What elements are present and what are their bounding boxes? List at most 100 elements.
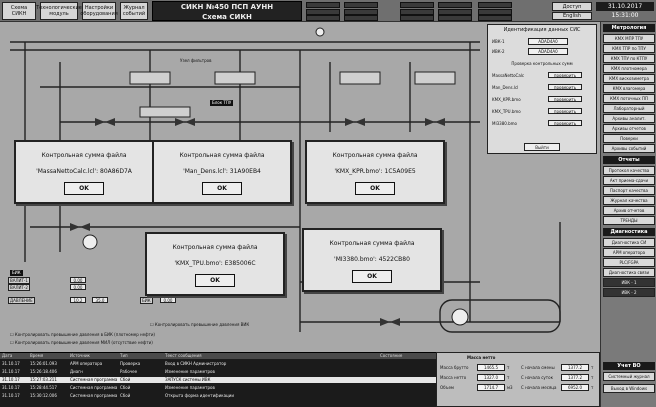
- check-pressure-label[interactable]: ☐ Контролировать превышение давления ВИК: [150, 322, 250, 327]
- nav-kmx-pp[interactable]: КМХ поточных ПП: [603, 94, 655, 103]
- status-indicator: [478, 9, 512, 15]
- event-log-header: Дата Время Источник Тип Текст сообщения …: [0, 353, 436, 359]
- table-row[interactable]: 31.10.17 15:30:12.006 Системная программ…: [0, 393, 436, 399]
- tag-label: ВАЛИТ-2: [8, 284, 30, 291]
- nav-equipment-settings-button[interactable]: Настройки оборудования: [80, 2, 118, 20]
- nav-event-log-button[interactable]: Журнал событий: [120, 2, 148, 20]
- cell: Изменение параметров: [165, 385, 215, 390]
- srs-row-label: ИВК-1: [492, 39, 505, 44]
- status-indicator: [306, 2, 340, 8]
- nav-tech-module-button[interactable]: Технологические модуль: [36, 2, 82, 20]
- mass-totals-panel: Масса нетто Масса брутто 1465.5 т Масса …: [436, 352, 600, 407]
- accounting-header: Учет ВО: [603, 362, 655, 370]
- nav-system-journal[interactable]: Системный журнал: [603, 372, 655, 381]
- nav-acceptance-act[interactable]: Акт приема-сдачи: [603, 176, 655, 185]
- tag-label: ВАЛИТ-1: [8, 277, 30, 284]
- nav-kmx-moisture[interactable]: КМХ влагомера: [603, 84, 655, 93]
- cell: Сбой: [120, 385, 131, 390]
- cell: 15:30:12.006: [30, 393, 57, 398]
- nav-diag-comm[interactable]: Диагностика связи: [603, 268, 655, 277]
- srs-check-button[interactable]: проверить: [548, 96, 582, 102]
- nav-diag-arm[interactable]: АРМ оператора: [603, 248, 655, 257]
- mass-label: Масса нетто: [440, 375, 467, 380]
- app-title: СИКН №450 ПСП АУНН Схема СИКН: [152, 1, 302, 21]
- nav-laboratory[interactable]: Лабораторный: [603, 104, 655, 113]
- nav-ivk2[interactable]: ИВК - 2: [603, 288, 655, 297]
- mass-unit: т: [591, 365, 594, 370]
- access-button[interactable]: Доступ: [552, 2, 592, 11]
- col-source: Источник: [70, 353, 90, 358]
- nav-exit-windows[interactable]: Выход в Windows: [603, 384, 655, 393]
- srs-subtitle: Проверка контрольных сумм: [511, 61, 573, 66]
- ok-button[interactable]: OK: [195, 274, 235, 287]
- english-button[interactable]: English: [552, 12, 592, 20]
- table-row[interactable]: 31.10.17 15:26:01.093 АРМ оператора Пров…: [0, 361, 436, 367]
- col-state: Состояние: [380, 353, 403, 358]
- cell: Открыта форма идентификации: [165, 393, 234, 398]
- ok-button[interactable]: OK: [64, 182, 104, 195]
- nav-diag-plc[interactable]: PLC/FGPA: [603, 258, 655, 267]
- table-row[interactable]: 31.10.17 15:27:03.211 Системная программ…: [0, 377, 436, 383]
- nav-kmx-tpr-tpu[interactable]: КМХ ТПР по ТПУ: [603, 44, 655, 53]
- status-indicator: [306, 9, 340, 15]
- table-row[interactable]: 31.10.17 15:26:18.406 Диагн Рабочее Изме…: [0, 369, 436, 375]
- srs-check-button[interactable]: проверить: [548, 108, 582, 114]
- nav-scheme-button[interactable]: Схема СИКН: [2, 2, 36, 20]
- status-indicator: [478, 15, 512, 21]
- status-indicator: [400, 2, 434, 8]
- nav-events-archive[interactable]: Архивы событий: [603, 144, 655, 153]
- nav-kmx-densitometer[interactable]: КМХ плотномера: [603, 64, 655, 73]
- dialog-text: 'KMX_TPU.bmo': E385006C: [174, 260, 256, 267]
- dialog-text: 'Man_Dens.lcl': 31A90EB4: [183, 168, 261, 175]
- table-row[interactable]: 31.10.17 15:28:44.517 Системная программ…: [0, 385, 436, 391]
- cell: АРМ оператора: [70, 361, 103, 366]
- srs-exit-button[interactable]: Выйти: [524, 143, 560, 151]
- cell: 31.10.17: [2, 393, 20, 398]
- nav-report-archive[interactable]: Архив отчетов: [603, 206, 655, 215]
- cell: Вход в СИКН Администратор: [165, 361, 227, 366]
- ok-button[interactable]: OK: [202, 182, 242, 195]
- nav-quality-passport[interactable]: Паспорт качества: [603, 186, 655, 195]
- mass-label: С начала смены: [521, 365, 555, 370]
- srs-identification-panel: Идентификация данных СИС ИВК-1 ADAD4A0 И…: [487, 24, 597, 154]
- nav-reports-archive[interactable]: Архивы отчетов: [603, 124, 655, 133]
- status-indicator: [306, 15, 340, 21]
- nav-analysis-archive[interactable]: Архивы аналит.: [603, 114, 655, 123]
- checksum-dialog: Контрольная сумма файла 'Man_Dens.lcl': …: [152, 140, 292, 204]
- cell: Проверка: [120, 361, 141, 366]
- col-message: Текст сообщения: [165, 353, 202, 358]
- ok-button[interactable]: OK: [355, 182, 395, 195]
- check-mil-label[interactable]: ☐ Контролировать превышение давления МИЛ…: [10, 340, 153, 345]
- nav-quality-journal[interactable]: Журнал качества: [603, 196, 655, 205]
- nav-quality-protocol[interactable]: Протокол качества: [603, 166, 655, 175]
- check-density-text: Контролировать превышение давления в БИК…: [14, 332, 155, 337]
- srs-check-button[interactable]: проверить: [548, 84, 582, 90]
- cell: Сбой: [120, 393, 131, 398]
- cell: Системная программа: [70, 385, 118, 390]
- cell: Изменение параметров: [165, 369, 215, 374]
- check-mil-text: Контролировать превышение давления МИЛ (…: [14, 340, 153, 345]
- mass-label: Масса брутто: [440, 365, 469, 370]
- nav-ivk1[interactable]: ИВК - 1: [603, 278, 655, 287]
- dialog-title: Контрольная сумма файла: [172, 244, 258, 251]
- mass-unit: т: [507, 375, 510, 380]
- cell: 31.10.17: [2, 385, 20, 390]
- mass-value: 6952.0: [561, 384, 589, 391]
- nav-kmx-tpu-ktpu[interactable]: КМХ ТПУ по КТПУ: [603, 54, 655, 63]
- srs-check-button[interactable]: проверить: [548, 72, 582, 78]
- nav-trends[interactable]: ТРЕНДЫ: [603, 216, 655, 225]
- srs-row-label: ИВК-2: [492, 49, 505, 54]
- tag-label: ДАВЛЕНИЕ: [8, 297, 35, 304]
- check-density-label[interactable]: ☐ Контролировать превышение давления в Б…: [10, 332, 155, 337]
- ok-button[interactable]: OK: [352, 270, 392, 283]
- nav-calibrations[interactable]: Поверки: [603, 134, 655, 143]
- nav-kmx-viscometer[interactable]: КМХ вискозиметра: [603, 74, 655, 83]
- srs-file-label: Man_Dens.lcl: [492, 85, 519, 90]
- nav-kmx-mpr-tpu[interactable]: КМХ МПР ТПУ: [603, 34, 655, 43]
- filter-unit-label: Узел фильтров: [180, 58, 212, 63]
- nav-diag-si[interactable]: Диагностика СИ: [603, 238, 655, 247]
- tag-label: БИК: [140, 297, 153, 304]
- status-indicator: [344, 2, 378, 8]
- srs-file-label: KMX_KPR.bmo: [492, 97, 521, 102]
- srs-check-button[interactable]: проверить: [548, 120, 582, 126]
